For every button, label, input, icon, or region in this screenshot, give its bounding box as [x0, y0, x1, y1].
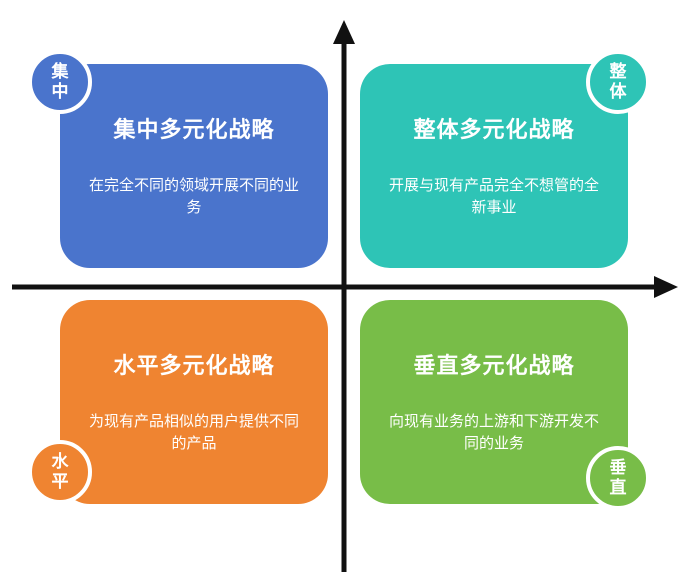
x-axis-arrowhead — [654, 276, 678, 298]
quadrant-description: 为现有产品相似的用户提供不同的产品 — [88, 412, 299, 452]
badge-char: 平 — [51, 472, 69, 492]
quadrant-title: 水平多元化战略 — [113, 354, 275, 379]
badge-char: 整 — [609, 62, 627, 82]
quadrant-description: 开展与现有产品完全不想管的全新事业 — [388, 176, 599, 216]
badge-char: 垂 — [609, 458, 627, 478]
badge-char: 直 — [609, 478, 627, 498]
quadrant-title: 整体多元化战略 — [413, 118, 575, 143]
y-axis-arrowhead — [333, 20, 355, 44]
badge-char: 水 — [51, 452, 69, 472]
quadrant-description: 向现有业务的上游和下游开发不同的业务 — [388, 412, 599, 452]
quadrant-title: 集中多元化战略 — [113, 118, 275, 143]
quadrant-horizontal-diversification: 水平多元化战略 为现有产品相似的用户提供不同的产品 — [60, 300, 328, 504]
quadrant-conglomerate-diversification: 整体多元化战略 开展与现有产品完全不想管的全新事业 — [360, 64, 628, 268]
quadrant-description: 在完全不同的领域开展不同的业务 — [88, 176, 299, 216]
badge-conglomerate: 整 体 — [586, 50, 650, 114]
quadrant-concentric-diversification: 集中多元化战略 在完全不同的领域开展不同的业务 — [60, 64, 328, 268]
badge-concentric: 集 中 — [28, 50, 92, 114]
badge-char: 集 — [51, 62, 69, 82]
badge-char: 中 — [51, 82, 69, 102]
quadrant-title: 垂直多元化战略 — [413, 354, 575, 379]
badge-horizontal: 水 平 — [28, 440, 92, 504]
quadrant-vertical-diversification: 垂直多元化战略 向现有业务的上游和下游开发不同的业务 — [360, 300, 628, 504]
badge-vertical: 垂 直 — [586, 446, 650, 510]
badge-char: 体 — [609, 82, 627, 102]
